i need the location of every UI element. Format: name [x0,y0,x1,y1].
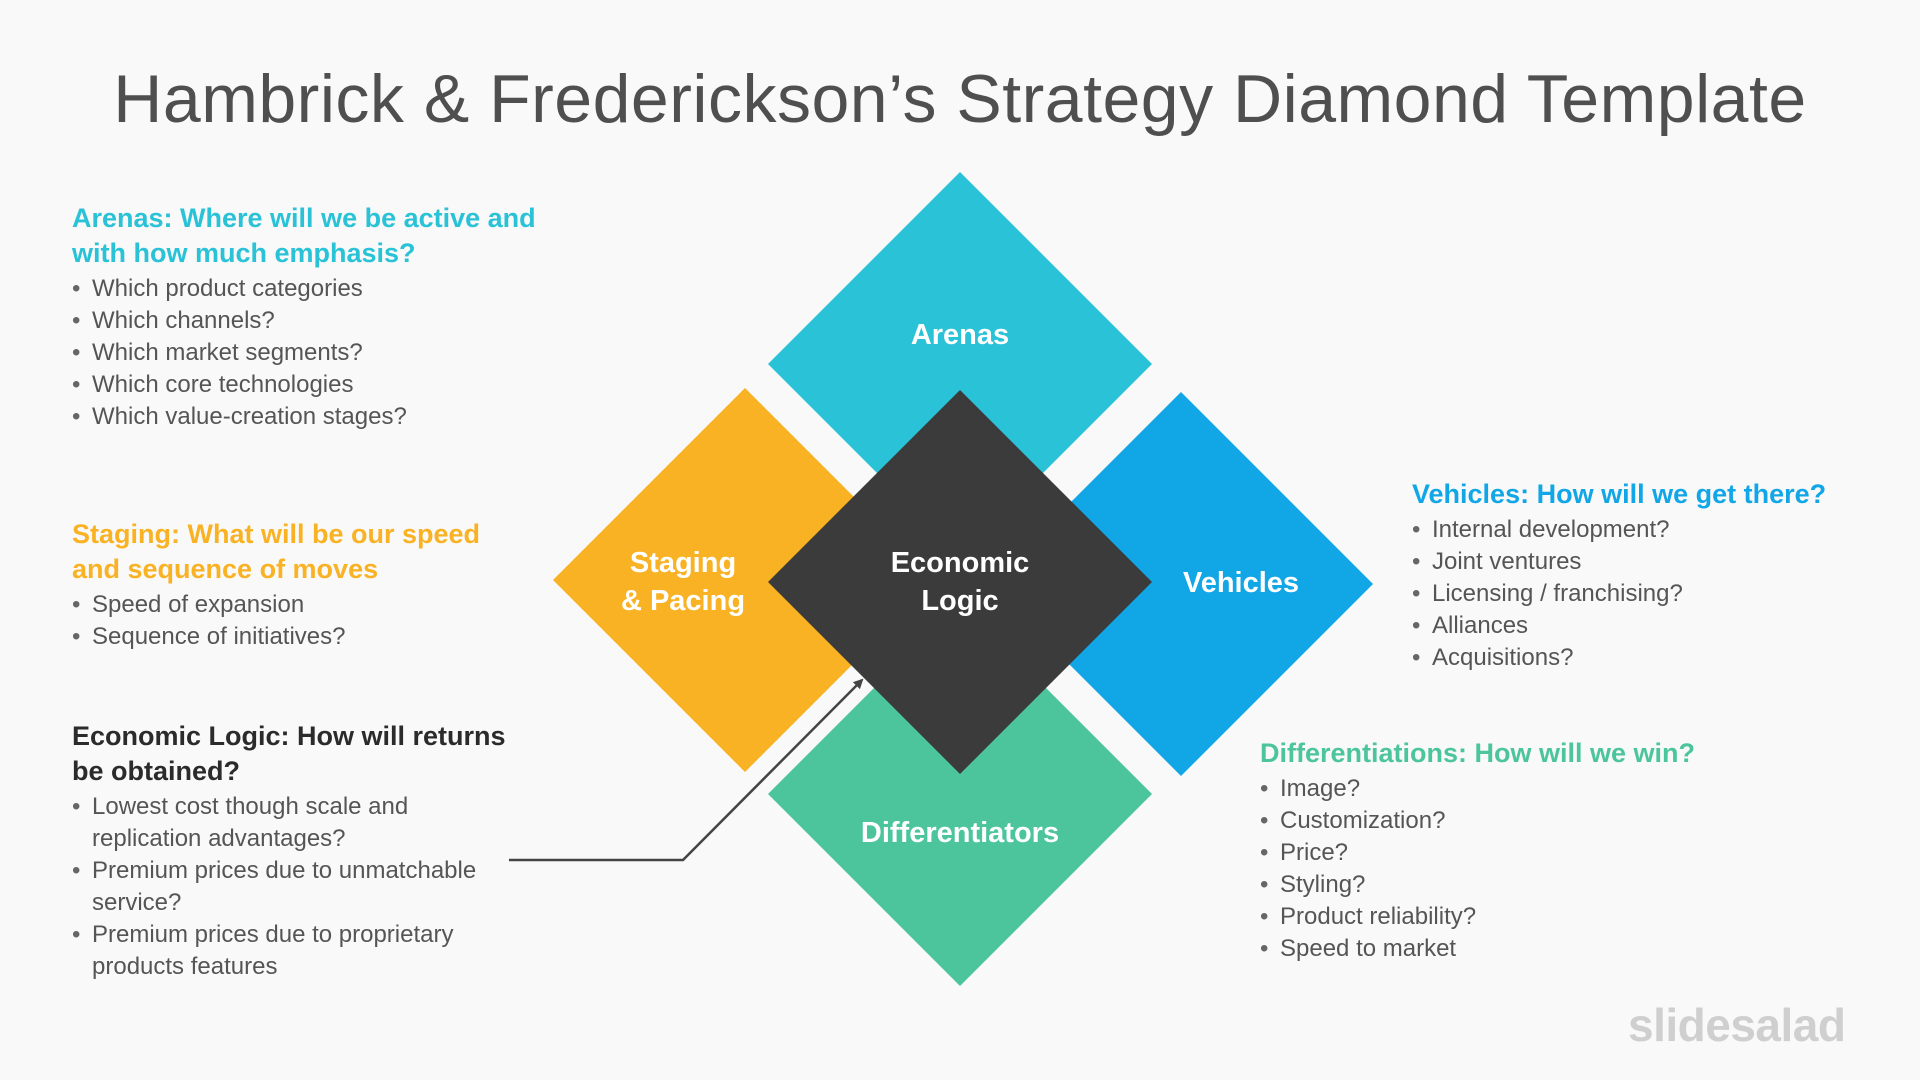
list-item: Sequence of initiatives? [72,621,492,653]
economic-logic-label-line1: Economic [891,547,1030,579]
list-item: Which core technologies [72,369,572,401]
staging-label-line1: Staging [630,547,736,579]
list-item: Premium prices due to proprietary produc… [72,919,512,983]
arenas-label: Arenas [911,319,1009,351]
vehicles-heading: Vehicles: How will we get there? [1412,479,1827,509]
list-item: Which value-creation stages? [72,401,572,433]
differentiators-diamond [768,602,1152,986]
list-item: Styling? [1260,869,1740,901]
list-item: Which product categories [72,273,572,305]
differentiators-label: Differentiators [861,817,1059,849]
vehicles-label: Vehicles [1183,567,1299,599]
list-item: Alliances [1412,610,1882,642]
vehicles-section: Vehicles: How will we get there? Interna… [1412,477,1882,674]
staging-label-line2: & Pacing [621,585,745,617]
slidesalad-logo: slidesalad [1628,999,1846,1051]
list-item: Product reliability? [1260,901,1740,933]
differentiations-section: Differentiations: How will we win? Image… [1260,736,1740,965]
list-item: Image? [1260,773,1740,805]
list-item: Lowest cost though scale and replication… [72,791,512,855]
list-item: Which channels? [72,305,572,337]
list-item: Which market segments? [72,337,572,369]
economic-logic-list: Lowest cost though scale and replication… [72,791,512,983]
arenas-heading: Arenas: Where will we be active and with… [72,203,536,268]
arenas-diamond [768,172,1152,556]
list-item: Premium prices due to unmatchable servic… [72,855,512,919]
staging-list: Speed of expansion Sequence of initiativ… [72,589,492,653]
list-item: Internal development? [1412,514,1882,546]
slide-title: Hambrick & Frederickson’s Strategy Diamo… [113,61,1807,137]
vehicles-diamond [989,392,1373,776]
list-item: Customization? [1260,805,1740,837]
list-item: Acquisitions? [1412,642,1882,674]
vehicles-list: Internal development? Joint ventures Lic… [1412,514,1882,674]
arenas-list: Which product categories Which channels?… [72,273,572,433]
list-item: Licensing / franchising? [1412,578,1882,610]
staging-heading: Staging: What will be our speed and sequ… [72,519,481,584]
list-item: Price? [1260,837,1740,869]
list-item: Joint ventures [1412,546,1882,578]
economic-logic-section: Economic Logic: How will returns be obta… [72,719,512,983]
economic-logic-arrow [509,678,864,862]
economic-logic-heading: Economic Logic: How will returns be obta… [72,721,506,786]
economic-logic-diamond [768,390,1152,774]
list-item: Speed of expansion [72,589,492,621]
differentiations-list: Image? Customization? Price? Styling? Pr… [1260,773,1740,965]
list-item: Speed to market [1260,933,1740,965]
arenas-section: Arenas: Where will we be active and with… [72,201,572,433]
economic-logic-label-line2: Logic [921,585,998,617]
differentiations-heading: Differentiations: How will we win? [1260,738,1696,768]
staging-diamond [553,388,937,772]
staging-section: Staging: What will be our speed and sequ… [72,517,492,653]
